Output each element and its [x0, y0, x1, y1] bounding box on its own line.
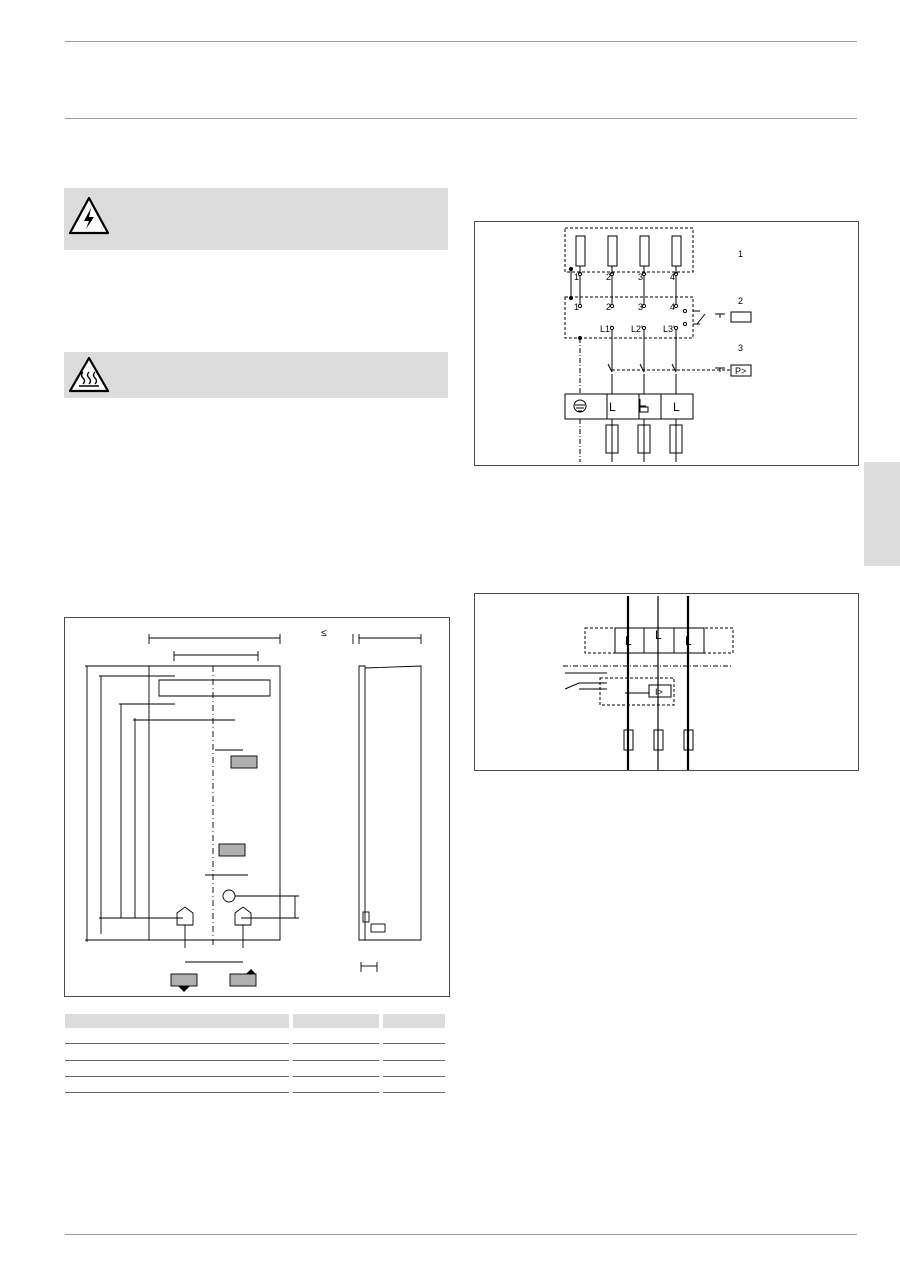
terminal-number-top: 1	[574, 272, 579, 282]
terminal-number-mid: 4	[670, 302, 675, 312]
table-row-line	[293, 1060, 379, 1061]
callout-2: 2	[738, 296, 743, 306]
wiring-diagram-svg: 1 2 3 4 1 2 3 4 L1' L2' L3' 1 2 3 P> L L	[564, 227, 752, 462]
terminal-number-mid: 1	[574, 302, 579, 312]
dimension-drawing: ≤	[64, 617, 450, 997]
table-row-line	[383, 1060, 445, 1061]
table-header-cell	[383, 1014, 445, 1028]
table-row-line	[65, 1043, 289, 1044]
hot-surface-icon	[68, 356, 110, 393]
table-row-line	[65, 1060, 289, 1061]
lte-symbol: ≤	[321, 628, 327, 639]
relay-terminal-l3: L	[685, 634, 692, 648]
wiring-diagram-heating: 1 2 3 4 1 2 3 4 L1' L2' L3' 1 2 3 P> L L	[474, 221, 859, 466]
table-row-line	[293, 1043, 379, 1044]
table-row-line	[383, 1076, 445, 1077]
wiring-diagram-relay: L L L I>	[474, 593, 859, 771]
relay-label: I>	[655, 687, 663, 697]
terminal-label-l-right: L	[673, 400, 680, 414]
dimension-drawing-svg: ≤	[85, 628, 422, 992]
table-header-cell	[293, 1014, 379, 1028]
terminal-label-l-left: L	[609, 400, 616, 414]
relay-terminal-l1: L	[625, 634, 632, 648]
relay-terminal-l2: L	[655, 628, 662, 642]
hot-surface-warning-box	[64, 352, 448, 398]
phase-label-l2: L2'	[631, 324, 643, 334]
section-tab	[864, 462, 900, 566]
table-header-cell	[65, 1014, 289, 1028]
table-row-line	[65, 1076, 289, 1077]
phase-label-l1: L1'	[600, 324, 612, 334]
table-row-line	[383, 1043, 445, 1044]
terminal-number-top: 3	[638, 272, 643, 282]
terminal-number-top: 4	[670, 272, 675, 282]
header-rule-bottom	[65, 118, 857, 119]
electric-warning-box	[64, 188, 448, 250]
footer-rule	[65, 1234, 857, 1235]
limiter-label: P>	[735, 366, 746, 376]
table-row-line	[65, 1092, 289, 1093]
table-row-line	[383, 1092, 445, 1093]
terminal-number-mid: 3	[638, 302, 643, 312]
electric-hazard-icon	[68, 196, 110, 235]
phase-label-l3: L3'	[663, 324, 675, 334]
callout-1: 1	[738, 249, 743, 259]
header-rule-top	[65, 41, 857, 42]
terminal-number-top: 2	[606, 272, 611, 282]
wiring-diagram-relay-svg: L L L I>	[563, 596, 734, 770]
table-row-line	[293, 1076, 379, 1077]
table-row-line	[293, 1092, 379, 1093]
terminal-number-mid: 2	[606, 302, 611, 312]
callout-3: 3	[738, 343, 743, 353]
